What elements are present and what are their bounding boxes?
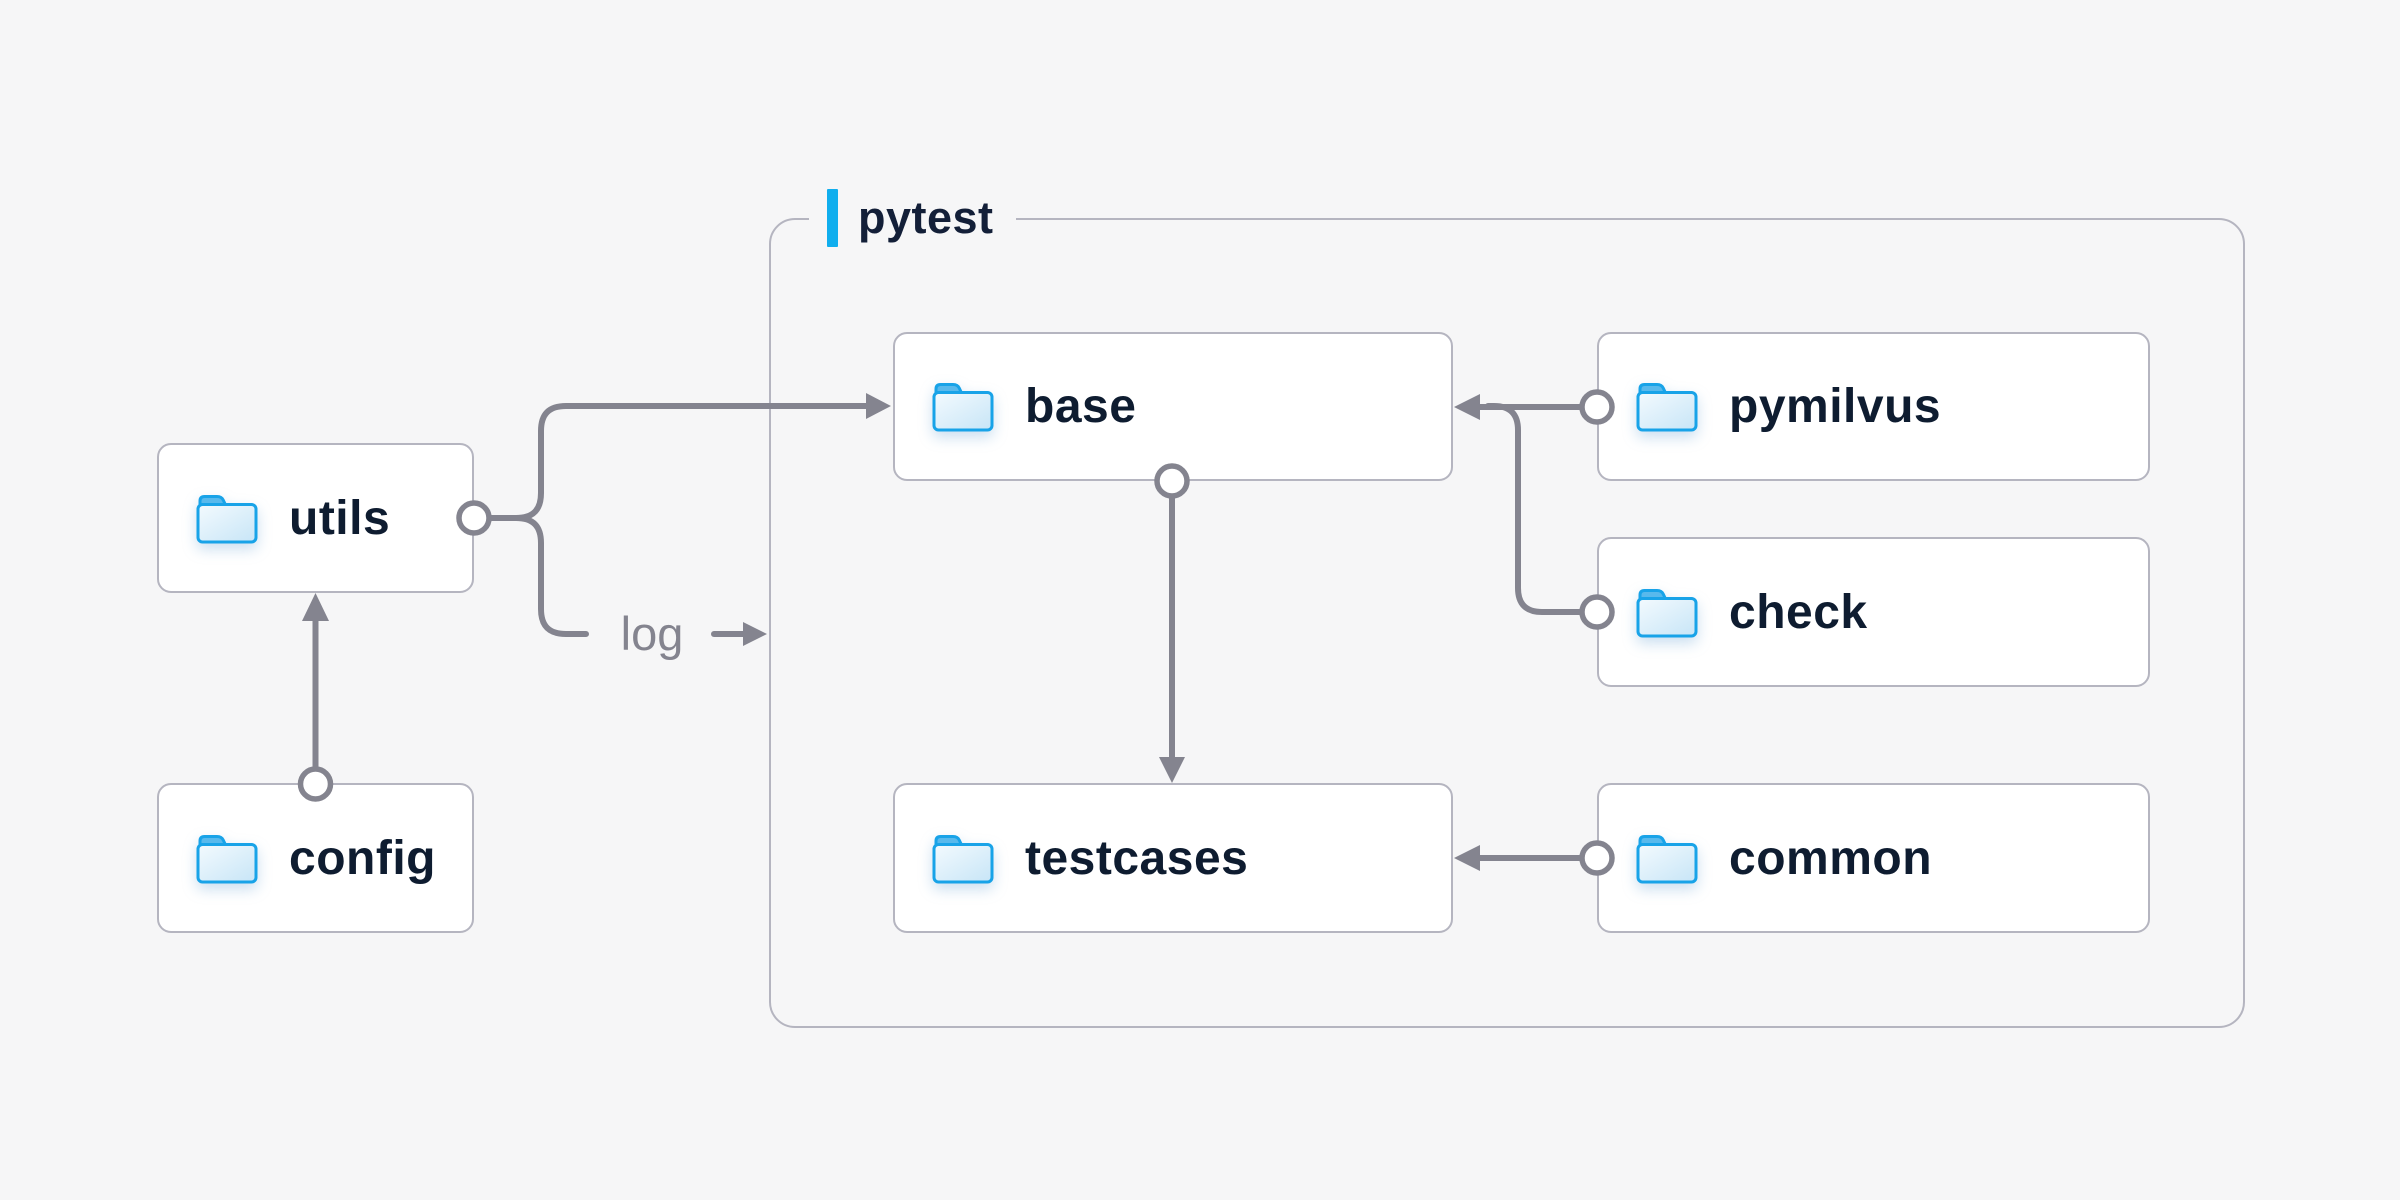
- edge-log-arrow: [711, 622, 767, 646]
- node-label: config: [289, 831, 436, 885]
- folder-icon: [1636, 383, 1698, 432]
- folder-icon: [1636, 834, 1698, 883]
- node-label: pymilvus: [1729, 380, 1942, 433]
- node-config: config: [157, 783, 474, 933]
- edge-config-to-utils: [297, 593, 334, 802]
- folder-icon: [1636, 588, 1698, 637]
- node-label: utils: [289, 491, 391, 545]
- node-testcases: testcases: [893, 783, 1453, 933]
- node-label: check: [1729, 585, 1868, 639]
- node-label: common: [1729, 831, 1933, 885]
- node-check: check: [1597, 537, 2150, 687]
- accent-bar: [827, 189, 838, 247]
- pytest-group-label: pytest: [809, 186, 1016, 250]
- edge-label-log: log: [620, 607, 684, 660]
- folder-icon: [932, 383, 994, 432]
- node-pymilvus: pymilvus: [1597, 332, 2150, 481]
- folder-icon: [196, 834, 258, 883]
- node-label: testcases: [1025, 831, 1249, 885]
- folder-icon: [932, 834, 994, 883]
- node-label: base: [1025, 380, 1137, 433]
- pytest-group: pytest: [769, 186, 2245, 1028]
- node-utils: utils: [157, 443, 474, 593]
- node-base: base: [893, 332, 1453, 481]
- folder-icon: [196, 494, 258, 543]
- node-common: common: [1597, 783, 2150, 933]
- pytest-group-title: pytest: [858, 192, 994, 243]
